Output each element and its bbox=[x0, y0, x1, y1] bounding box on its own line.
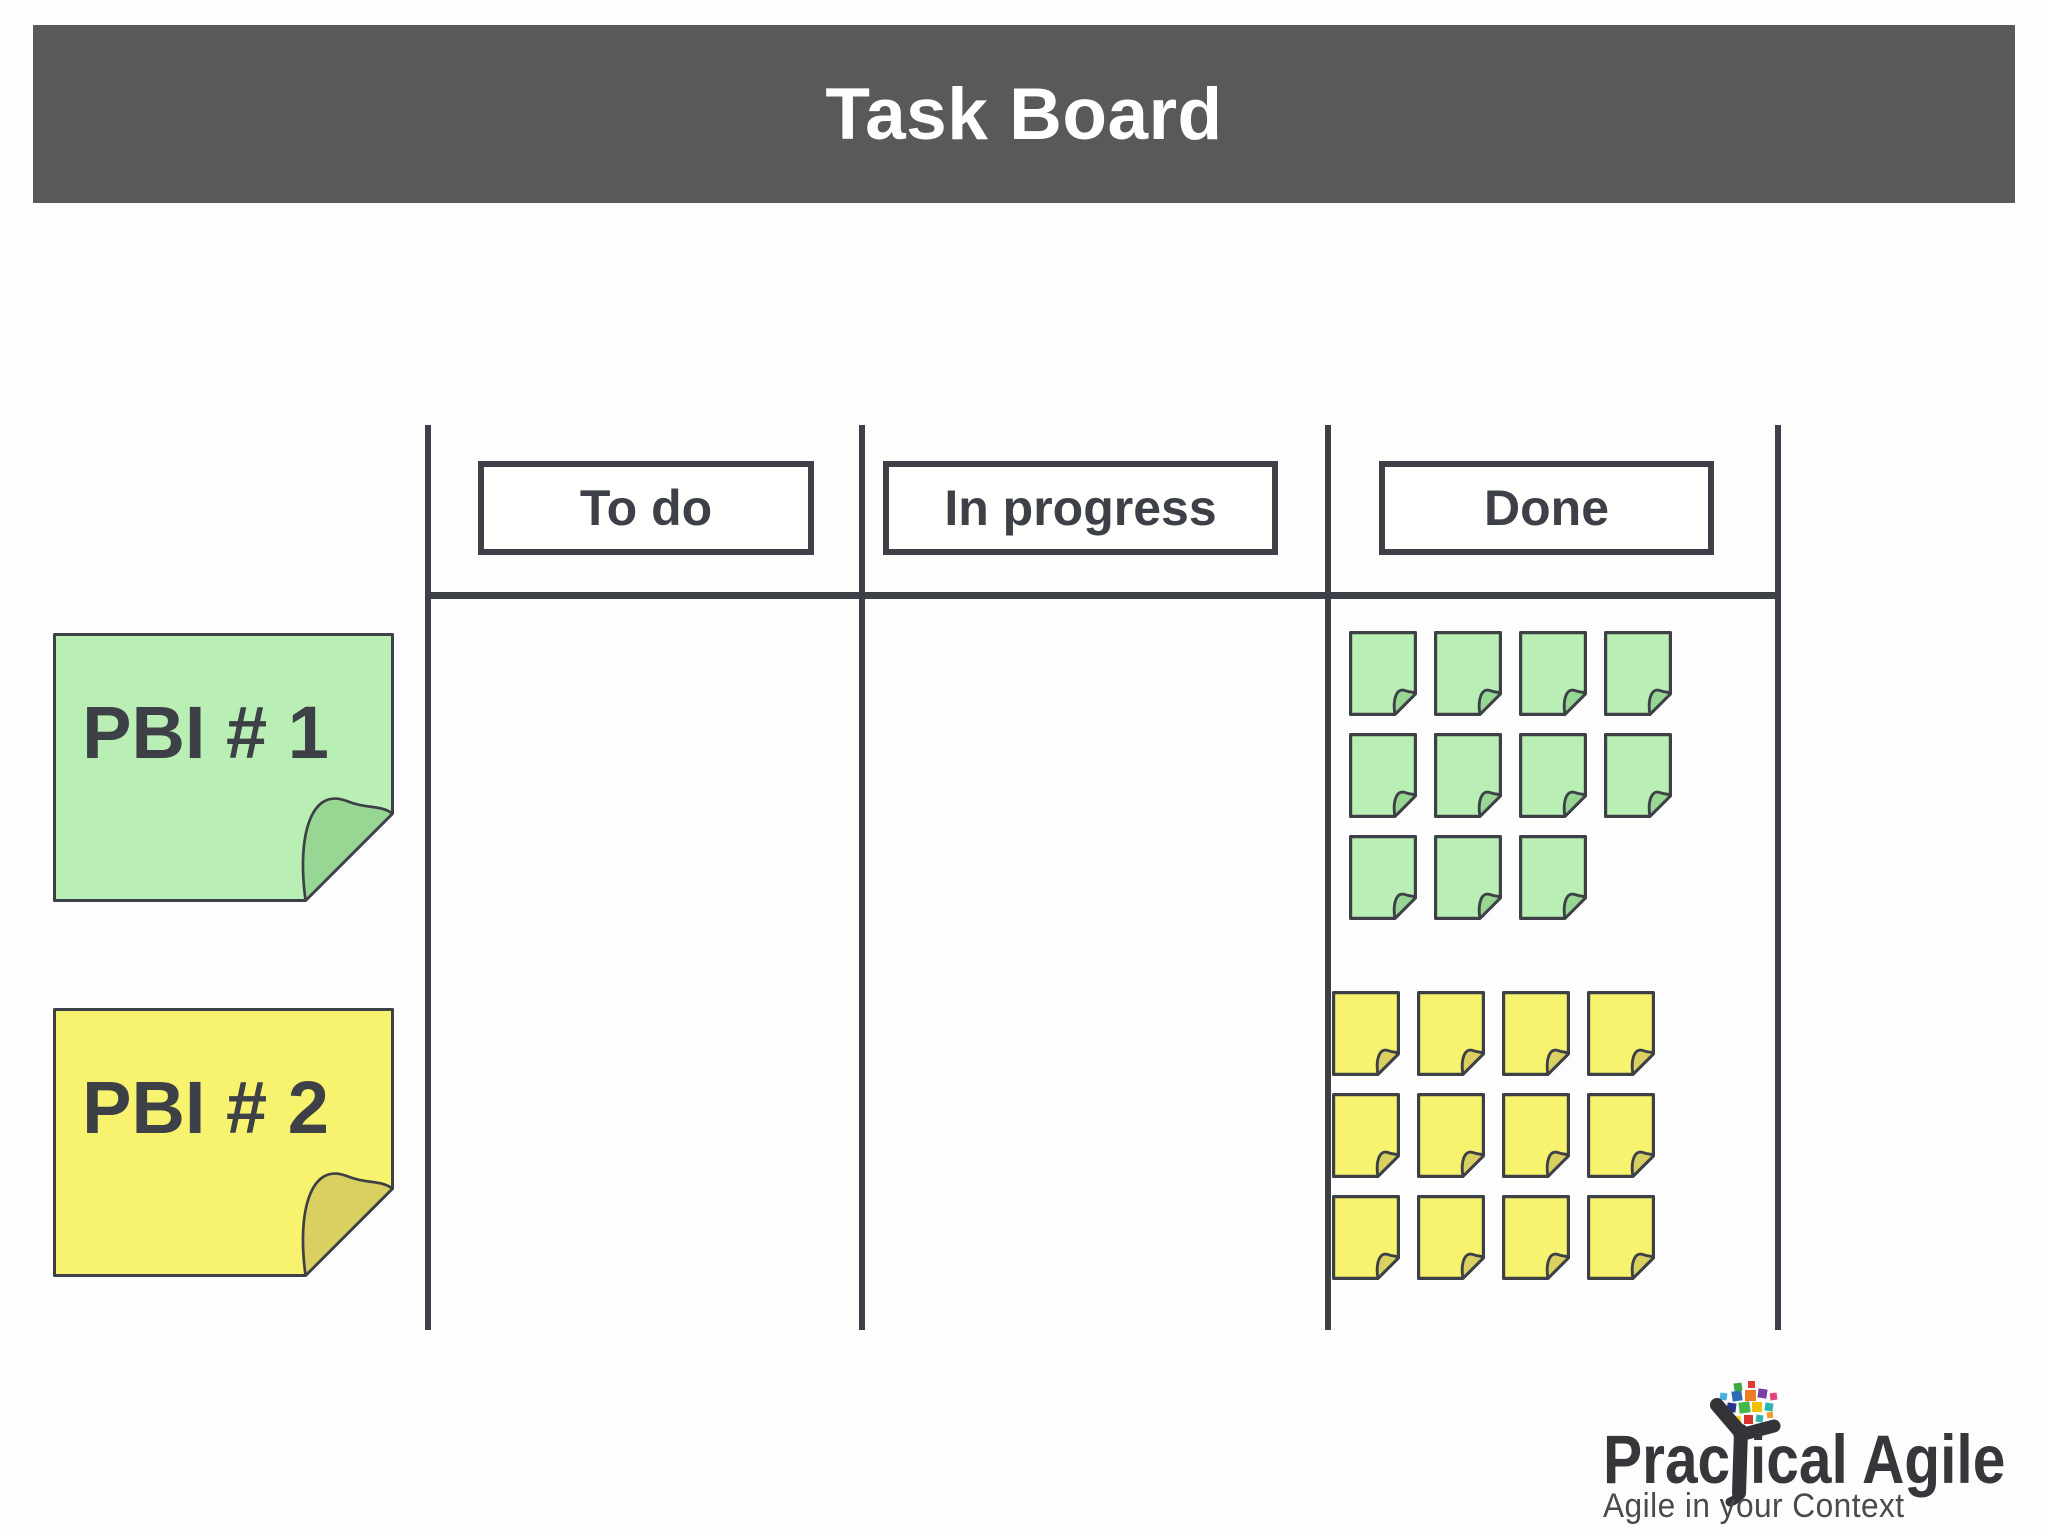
done-task-note-pbi1 bbox=[1518, 834, 1588, 921]
pbi-1-note-paper bbox=[52, 632, 395, 903]
column-divider-right bbox=[1775, 425, 1781, 1330]
logo-wordmark: Prac ical Agile bbox=[1603, 1381, 2048, 1507]
done-task-note-pbi1 bbox=[1348, 630, 1418, 717]
page-title: Task Board bbox=[825, 73, 1223, 155]
column-header-in-progress: In progress bbox=[883, 461, 1278, 555]
person-confetti-icon bbox=[1709, 1381, 1781, 1507]
done-task-note-pbi2 bbox=[1501, 990, 1571, 1077]
done-task-note-pbi1 bbox=[1603, 732, 1673, 819]
done-task-note-pbi1 bbox=[1433, 834, 1503, 921]
logo-text-prefix: Prac bbox=[1603, 1421, 1731, 1498]
logo-figure bbox=[1709, 1381, 1781, 1507]
done-task-note-pbi1 bbox=[1348, 834, 1418, 921]
header-underline bbox=[425, 592, 1781, 599]
done-task-note-pbi2 bbox=[1331, 990, 1401, 1077]
done-task-note-pbi2 bbox=[1501, 1194, 1571, 1281]
done-task-note-pbi1 bbox=[1518, 630, 1588, 717]
logo-text-suffix: ical Agile bbox=[1749, 1421, 2005, 1498]
done-task-note-pbi2 bbox=[1586, 1092, 1656, 1179]
done-task-note-pbi2 bbox=[1331, 1092, 1401, 1179]
done-task-note-pbi2 bbox=[1501, 1092, 1571, 1179]
done-task-note-pbi1 bbox=[1433, 630, 1503, 717]
done-task-cluster-pbi1 bbox=[1348, 630, 1693, 936]
done-task-note-pbi1 bbox=[1348, 732, 1418, 819]
column-divider-inprogress-done bbox=[1325, 425, 1331, 1330]
column-header-done-label: Done bbox=[1484, 480, 1609, 536]
done-task-note-pbi2 bbox=[1416, 1092, 1486, 1179]
done-task-note-pbi2 bbox=[1586, 990, 1656, 1077]
done-task-note-pbi2 bbox=[1331, 1194, 1401, 1281]
pbi-2-label: PBI # 2 bbox=[82, 1066, 329, 1149]
title-bar: Task Board bbox=[33, 25, 2015, 203]
done-task-note-pbi2 bbox=[1416, 990, 1486, 1077]
done-task-note-pbi1 bbox=[1518, 732, 1588, 819]
pbi-2-sticky-note: PBI # 2 bbox=[52, 1007, 395, 1278]
column-header-todo: To do bbox=[478, 461, 814, 555]
column-divider-left bbox=[425, 425, 431, 1330]
column-divider-todo-inprogress bbox=[859, 425, 865, 1330]
pbi-2-note-paper bbox=[52, 1007, 395, 1278]
done-task-cluster-pbi2 bbox=[1331, 990, 1676, 1296]
column-header-todo-label: To do bbox=[579, 480, 713, 536]
pbi-1-label: PBI # 1 bbox=[82, 691, 329, 774]
person-foot-curl bbox=[1725, 1486, 1744, 1507]
pbi-1-sticky-note: PBI # 1 bbox=[52, 632, 395, 903]
confetti-squares bbox=[1715, 1381, 1778, 1425]
column-header-in-progress-label: In progress bbox=[944, 480, 1217, 536]
done-task-note-pbi2 bbox=[1586, 1194, 1656, 1281]
done-task-note-pbi1 bbox=[1433, 732, 1503, 819]
person-body bbox=[1731, 1424, 1748, 1500]
column-header-done: Done bbox=[1379, 461, 1714, 555]
done-task-note-pbi2 bbox=[1416, 1194, 1486, 1281]
logo-tagline: Agile in your Context bbox=[1603, 1487, 1905, 1525]
practical-agile-logo: Prac ical Agile Agile in your Context bbox=[1603, 1381, 2048, 1525]
done-task-note-pbi1 bbox=[1603, 630, 1673, 717]
